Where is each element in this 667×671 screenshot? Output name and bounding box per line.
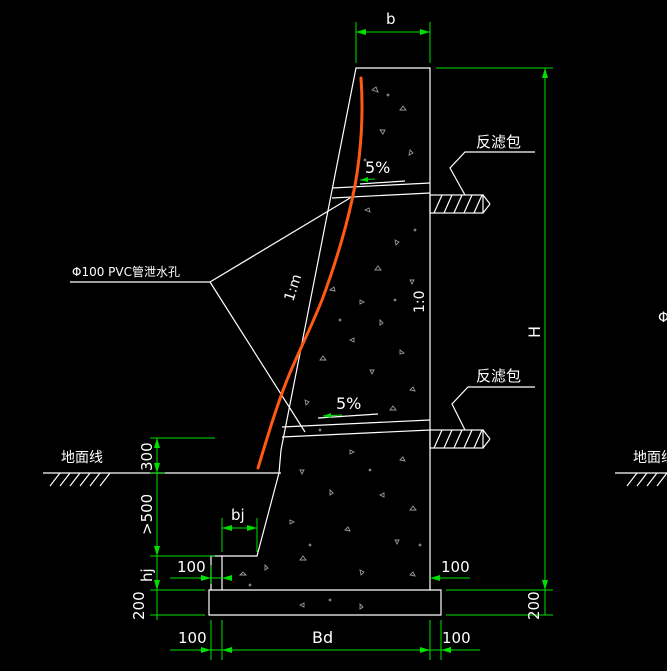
slope-arrow-bottom — [322, 413, 343, 418]
slope-arrow-top — [359, 177, 376, 182]
label-300: 300 — [138, 442, 156, 471]
annotation-curve — [256, 76, 364, 470]
dim-b — [355, 22, 431, 63]
label-bj: bj — [231, 506, 245, 524]
ground-line-right — [615, 472, 667, 487]
dim-H — [436, 67, 553, 591]
wall-outline — [208, 67, 442, 616]
label-ground-line-right: 地面线 — [633, 450, 667, 466]
filter-pack-block-bottom — [429, 429, 491, 449]
ground-line — [43, 472, 281, 487]
dim-100-left — [170, 565, 232, 584]
label-slope-front: 1:m — [282, 272, 306, 303]
label-200-left: 200 — [130, 591, 148, 620]
label-hj: hj — [138, 568, 156, 582]
label-200-right: 200 — [525, 591, 543, 620]
leader-filter-bottom — [451, 386, 535, 431]
dim-200-right — [446, 590, 553, 616]
label-100-bottom-right: 100 — [442, 629, 471, 647]
label-filter-pack-top: 反滤包 — [476, 133, 521, 151]
dim-bj — [221, 518, 258, 552]
leader-pipe-note — [70, 197, 351, 433]
leader-filter-top — [449, 151, 535, 196]
label-100-bottom-left: 100 — [178, 629, 207, 647]
label-Bd: Bd — [312, 628, 333, 647]
label-partial-phi-right: Φ — [658, 310, 667, 326]
label-slope-pct-bottom: 5% — [336, 394, 361, 413]
drain-pipe-top — [331, 180, 431, 199]
label-500: >500 — [138, 494, 156, 535]
label-ground-line: 地面线 — [61, 450, 103, 466]
concrete-hatch — [238, 86, 422, 610]
label-b: b — [386, 10, 396, 28]
label-slope-pct-top: 5% — [365, 158, 390, 177]
label-slope-back: 1:0 — [412, 290, 428, 313]
label-100-left: 100 — [177, 558, 206, 576]
dim-left-chain — [150, 437, 215, 620]
label-pipe-note: Φ100 PVC管泄水孔 — [72, 264, 180, 279]
filter-pack-block-top — [429, 194, 491, 214]
label-H: H — [525, 326, 544, 338]
dim-100-right — [429, 575, 470, 660]
drain-pipe-bottom — [281, 413, 431, 438]
dim-bottom — [170, 620, 480, 660]
label-100-right: 100 — [441, 558, 470, 576]
label-filter-pack-bottom: 反滤包 — [476, 367, 521, 385]
